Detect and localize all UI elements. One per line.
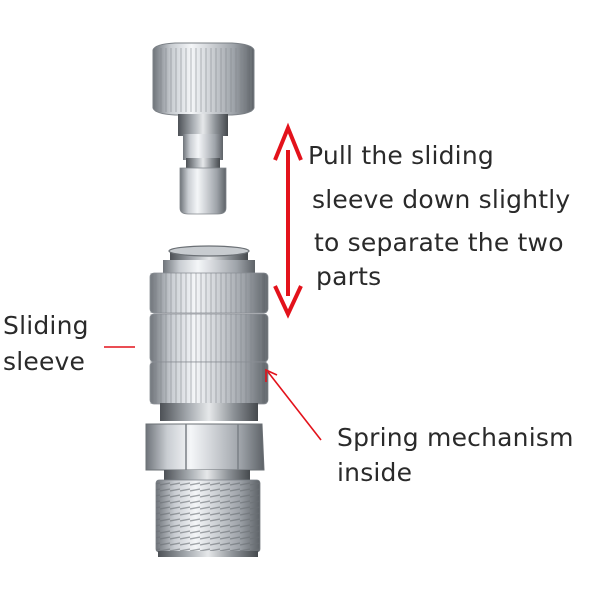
pull-instruction-line-4: parts xyxy=(316,262,382,291)
pull-instruction-line-3: to separate the two xyxy=(314,228,564,257)
sliding-sleeve xyxy=(149,272,269,405)
plug-part xyxy=(152,42,255,215)
spring-mechanism-label-line-2: inside xyxy=(337,458,413,487)
pull-instruction-line-1: Pull the sliding xyxy=(308,141,494,170)
sliding-sleeve-label-line-1: Sliding xyxy=(3,311,89,340)
sliding-sleeve-label-line-2: sleeve xyxy=(3,347,86,376)
spring-leader-arrowhead xyxy=(265,368,278,382)
hex-nut xyxy=(145,423,265,471)
coupler-body xyxy=(145,245,269,557)
separation-arrow xyxy=(273,122,303,319)
plug-neck xyxy=(178,114,228,136)
pull-instruction-line-2: sleeve down slightly xyxy=(312,185,571,214)
spring-mechanism-label-line-1: Spring mechanism xyxy=(337,423,574,452)
spring-mechanism-leader xyxy=(267,371,322,441)
